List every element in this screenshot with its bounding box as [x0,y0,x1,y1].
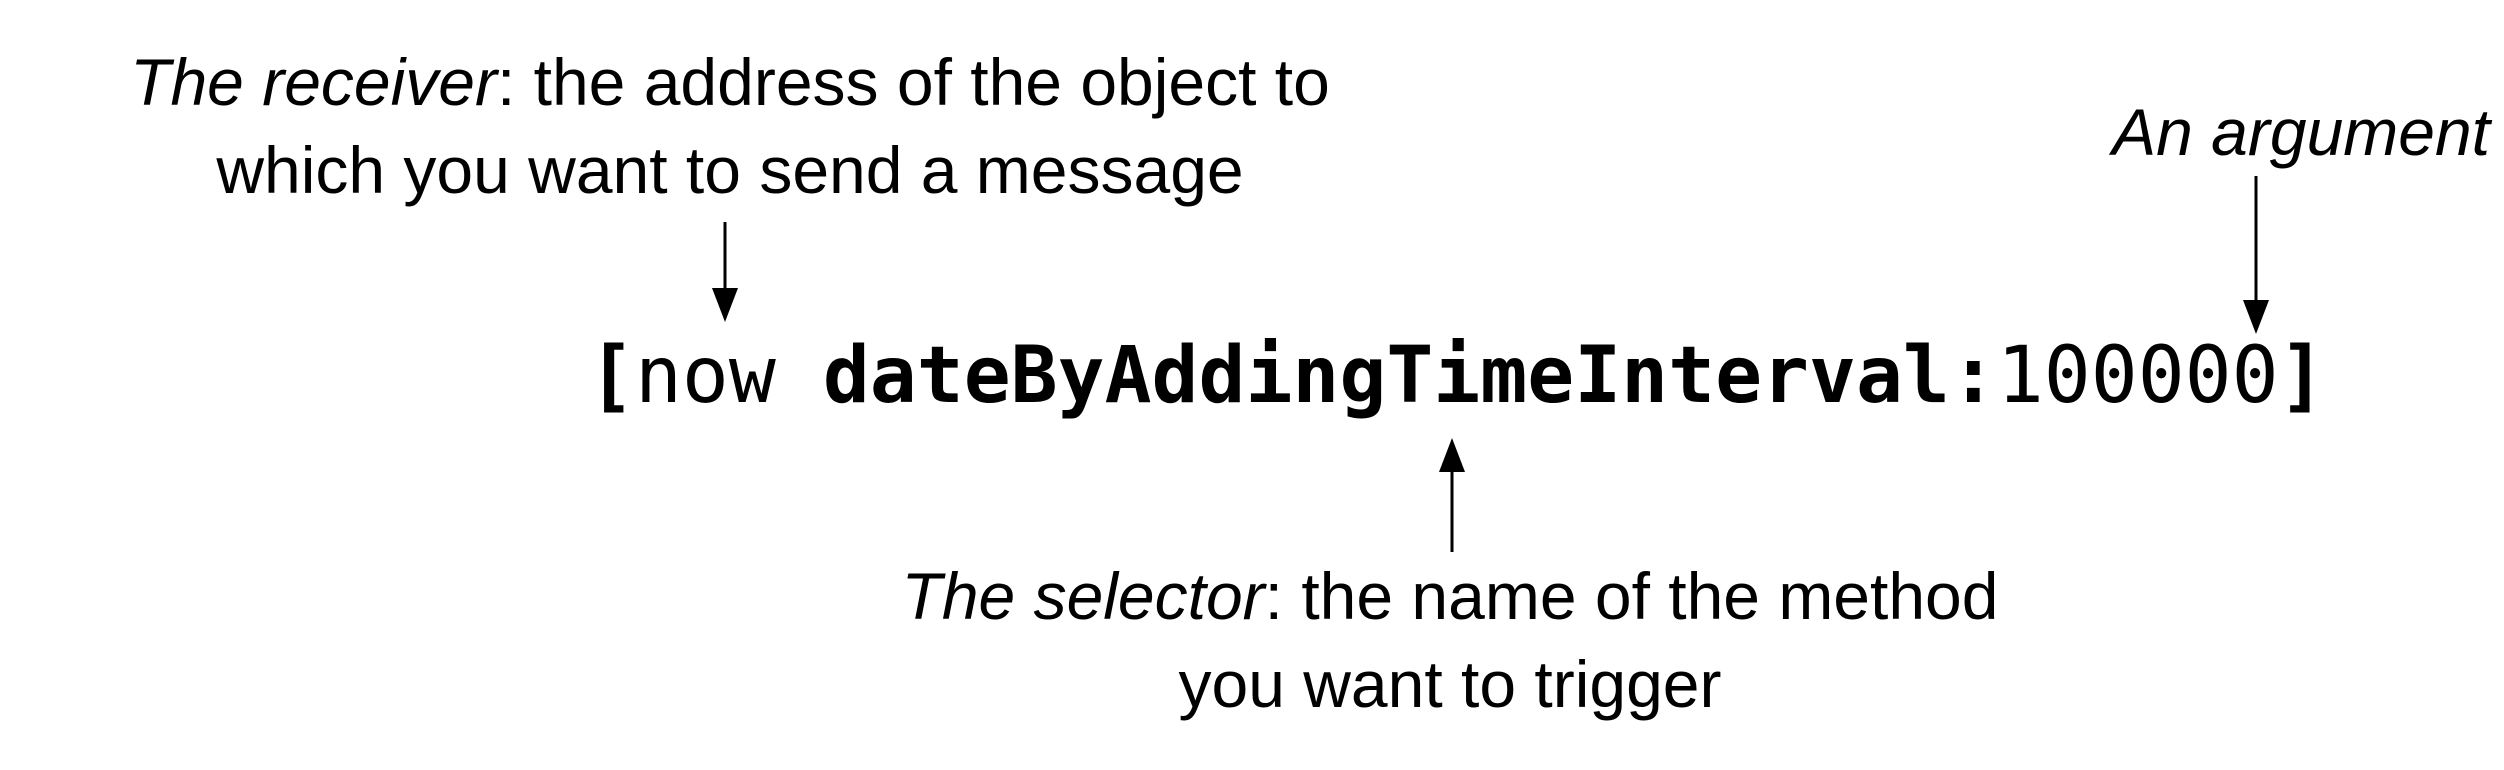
code-selector: dateByAddingTimeInterval: [822,331,1997,421]
selector-description-part2: you want to trigger [1178,647,1722,721]
selector-annotation: The selector: the name of the method you… [830,552,2070,728]
selector-annotation-line1: The selector: the name of the method [830,552,2070,640]
selector-description-part1: : the name of the method [1264,559,1999,633]
code-close-bracket: ] [2278,331,2326,421]
selector-arrow [1439,438,1465,552]
receiver-arrow [712,222,738,322]
receiver-annotation-line1: The receiver: the address of the object … [40,38,1420,126]
message-send-code: [now dateByAddingTimeInterval:100000] [588,326,2326,426]
argument-arrow [2243,176,2269,334]
receiver-description-part2: which you want to send a message [216,133,1244,207]
argument-annotation: An argument [1990,88,2490,176]
selector-term: The selector [901,559,1265,633]
code-open-bracket: [ [588,331,635,421]
code-argument: 100000 [1996,331,2279,421]
argument-term: An argument [2112,95,2490,169]
receiver-term: The receiver [130,45,497,119]
code-receiver: now [634,331,776,421]
receiver-description-part1: : the address of the object to [496,45,1330,119]
code-space [776,331,823,421]
receiver-annotation: The receiver: the address of the object … [40,38,1420,214]
